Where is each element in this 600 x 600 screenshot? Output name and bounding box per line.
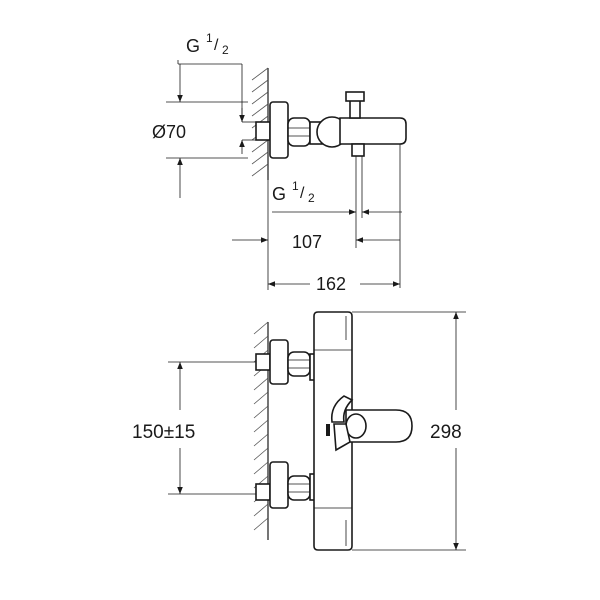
- dim-spacing: 150±15: [132, 422, 195, 443]
- thread-top-prefix: G: [186, 36, 200, 56]
- thread-top-numerator: 1: [206, 31, 213, 45]
- front-lower-connection-nut: [287, 475, 311, 501]
- dim-162: 162: [316, 274, 346, 294]
- front-upper-flange: [269, 339, 289, 385]
- thread-bottom-numerator: 1: [292, 179, 299, 193]
- thread-top-slash: /: [214, 37, 219, 54]
- front-lower-wall-nut: [255, 483, 271, 501]
- front-upper-connection-nut: [287, 351, 311, 377]
- side-wall-nut: [255, 121, 271, 141]
- front-diverter-handle: [333, 423, 351, 452]
- diameter-label: Ø70: [152, 122, 186, 142]
- dim-height: 298: [430, 422, 462, 443]
- front-mixer-body: [313, 311, 353, 551]
- front-view: 150±15 298: [132, 311, 466, 551]
- side-spout-outlet: [351, 143, 365, 157]
- thread-bottom-denominator: 2: [308, 191, 315, 205]
- side-spout: [339, 117, 407, 145]
- side-connection-nut: [287, 117, 311, 147]
- side-diverter-knob: [345, 91, 365, 102]
- thread-bottom-slash: /: [300, 185, 305, 202]
- side-flange: [269, 101, 289, 159]
- thread-bottom-prefix: G: [272, 184, 286, 204]
- front-diverter-lever: [330, 395, 354, 423]
- front-upper-wall-nut: [255, 353, 271, 371]
- side-view: G 1 / 2 Ø70 G 1 / 2 107 162: [152, 31, 407, 294]
- thread-top-denominator: 2: [222, 43, 229, 57]
- front-lower-flange: [269, 461, 289, 509]
- front-indicator-mark: [326, 424, 330, 436]
- dim-107: 107: [292, 232, 322, 252]
- side-diverter-stem: [349, 99, 361, 119]
